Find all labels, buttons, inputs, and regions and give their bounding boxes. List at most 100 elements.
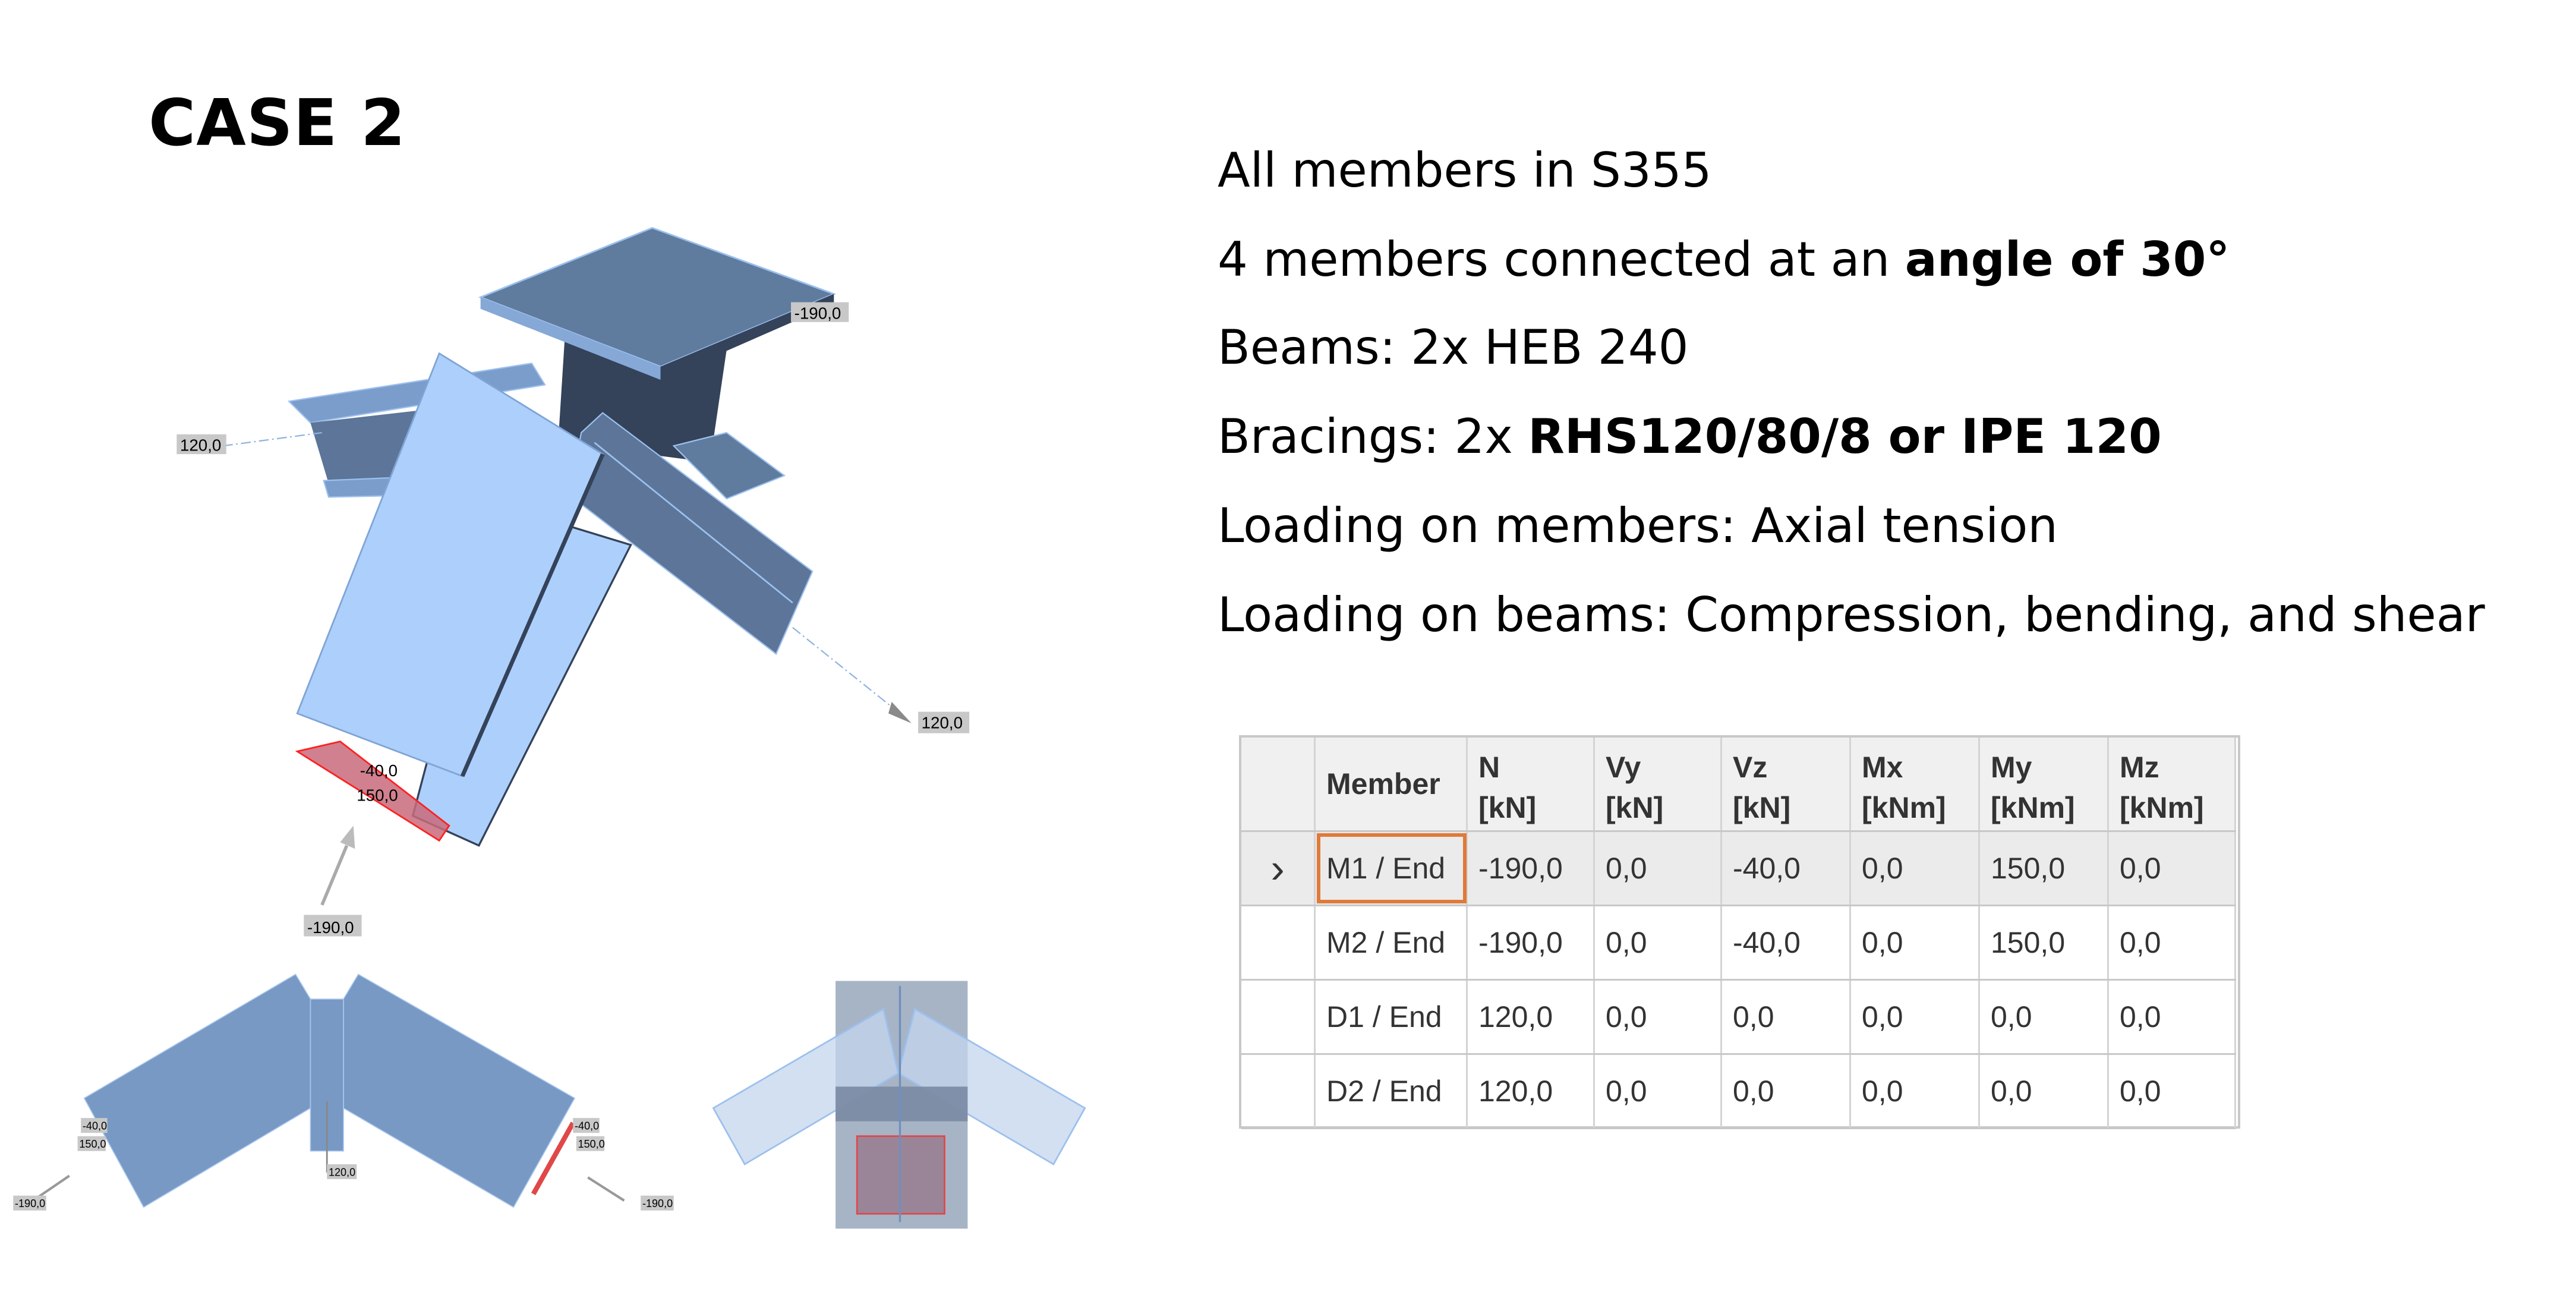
- stiffener-band: [835, 1086, 968, 1121]
- table-header: Member N[kN] Vy[kN] Vz[kN] Mx[kNm] My[kN…: [1241, 738, 2236, 832]
- header-unit: [kNm]: [2120, 791, 2204, 824]
- top-beam-flange: [478, 226, 837, 368]
- label-left-axial: -190,0: [15, 1198, 45, 1209]
- header-n[interactable]: N [kN]: [1468, 738, 1595, 830]
- member-cell[interactable]: M1 / End: [1316, 832, 1468, 905]
- desc-bracings: Bracings: 2x RHS120/80/8 or IPE 120: [1218, 409, 2162, 464]
- value-cell[interactable]: 0,0: [1722, 1055, 1851, 1127]
- member-cell[interactable]: M2 / End: [1316, 906, 1468, 979]
- red-edge: [531, 1121, 575, 1195]
- front-view: -40,0 150,0 -190,0 120,0 -40,0 150,0 -19…: [13, 974, 674, 1211]
- desc-bracings-text: Bracings: 2x: [1218, 409, 1528, 464]
- center-web: [310, 998, 344, 1152]
- value-cell[interactable]: -40,0: [1722, 906, 1851, 979]
- header-label: Member: [1326, 767, 1440, 801]
- bracing-axis: [792, 627, 901, 714]
- member-cell[interactable]: D2 / End: [1316, 1055, 1468, 1127]
- value-cell[interactable]: 0,0: [1851, 1055, 1980, 1127]
- desc-angle: 4 members connected at an angle of 30°: [1218, 232, 2230, 287]
- force-arrow: [888, 701, 912, 724]
- value-cell[interactable]: 0,0: [1595, 1055, 1722, 1127]
- case-title: CASE 2: [149, 86, 406, 160]
- axial-arrow: [320, 845, 349, 906]
- value-cell[interactable]: 0,0: [1851, 832, 1980, 905]
- svg-text:-190,0: -190,0: [307, 918, 354, 937]
- axial-arrow-head: [340, 826, 355, 849]
- label-right-moment: 150,0: [578, 1138, 605, 1150]
- header-label: Vz: [1733, 751, 1768, 784]
- right-wing: [343, 974, 576, 1208]
- bracing-edge: [594, 442, 793, 604]
- top-beam-flange-side: [660, 294, 834, 380]
- svg-text:-190,0: -190,0: [794, 304, 841, 322]
- label-top-right: -190,0: [791, 302, 849, 322]
- value-cell[interactable]: 150,0: [1980, 906, 2109, 979]
- label-right: 120,0: [918, 711, 970, 733]
- top-beam-flange-edge: [480, 297, 661, 380]
- bottom-right-flange: [672, 431, 786, 500]
- label-left: 120,0: [176, 434, 226, 455]
- value-cell[interactable]: -190,0: [1468, 832, 1595, 905]
- label-moment: 150,0: [357, 786, 398, 805]
- value-cell[interactable]: 0,0: [1595, 981, 1722, 1053]
- label-right-axial: -190,0: [642, 1198, 673, 1209]
- header-label: Mx: [1862, 751, 1903, 784]
- value-cell[interactable]: 0,0: [1595, 832, 1722, 905]
- header-member[interactable]: Member: [1316, 738, 1468, 830]
- label-right-shear: -40,0: [575, 1120, 599, 1132]
- desc-loading-members: Loading on members: Axial tension: [1218, 498, 2058, 553]
- value-cell[interactable]: 0,0: [1980, 981, 2109, 1053]
- desc-angle-text: 4 members connected at an: [1218, 232, 1905, 287]
- desc-beams: Beams: 2x HEB 240: [1218, 320, 1689, 375]
- svg-text:120,0: 120,0: [922, 713, 963, 732]
- value-cell[interactable]: 0,0: [2109, 906, 2236, 979]
- member-cell[interactable]: D1 / End: [1316, 981, 1468, 1053]
- left-axis: [222, 431, 323, 447]
- header-my[interactable]: My[kNm]: [1980, 738, 2109, 830]
- left-wing: [83, 974, 311, 1208]
- front-labels: -40,0 150,0 -190,0 120,0 -40,0 150,0 -19…: [13, 1118, 674, 1211]
- value-cell[interactable]: 0,0: [2109, 832, 2236, 905]
- value-cell[interactable]: 0,0: [1595, 906, 1722, 979]
- label-shear: -40,0: [360, 761, 398, 780]
- header-mx[interactable]: Mx [kNm]: [1851, 738, 1980, 830]
- header-unit: [kN]: [1606, 791, 1664, 824]
- value-cell[interactable]: 150,0: [1980, 832, 2109, 905]
- header-label: Mz: [2120, 751, 2159, 784]
- value-cell[interactable]: 0,0: [1722, 981, 1851, 1053]
- header-mz[interactable]: Mz [kNm]: [2109, 738, 2236, 830]
- left-brace-ghost: [712, 1007, 900, 1165]
- desc-material: All members in S355: [1218, 143, 1712, 198]
- value-cell[interactable]: 120,0: [1468, 1055, 1595, 1127]
- header-vz[interactable]: Vz [kN]: [1722, 738, 1851, 830]
- desc-bracings-bold: RHS120/80/8 or IPE 120: [1528, 409, 2162, 464]
- label-bottom: -190,0: [304, 915, 362, 937]
- header-label: N: [1478, 751, 1500, 784]
- row-indicator: [1241, 1055, 1316, 1127]
- label-left-moment: 150,0: [79, 1138, 106, 1150]
- value-cell[interactable]: 0,0: [2109, 1055, 2236, 1127]
- value-cell[interactable]: -40,0: [1722, 832, 1851, 905]
- header-unit: [kN]: [1733, 791, 1791, 824]
- value-cell[interactable]: 0,0: [1980, 1055, 2109, 1127]
- header-vy[interactable]: Vy[kN]: [1595, 738, 1722, 830]
- header-label: My: [1991, 751, 2032, 784]
- desc-loading-beams: Loading on beams: Compression, bending, …: [1218, 587, 2485, 642]
- value-cell[interactable]: 0,0: [1851, 981, 1980, 1053]
- desc-angle-bold: angle of 30°: [1905, 232, 2230, 287]
- header-unit: [kN]: [1478, 791, 1537, 824]
- row-indicator: [1241, 981, 1316, 1053]
- svg-text:150,0: 150,0: [357, 786, 398, 805]
- red-end-plate: [295, 741, 450, 842]
- value-cell[interactable]: 120,0: [1468, 981, 1595, 1053]
- label-left-shear: -40,0: [83, 1120, 107, 1132]
- value-cell[interactable]: 0,0: [1851, 906, 1980, 979]
- value-cell[interactable]: 0,0: [2109, 981, 2236, 1053]
- header-unit: [kNm]: [1862, 791, 1946, 824]
- value-cell[interactable]: -190,0: [1468, 906, 1595, 979]
- right-arrow: [587, 1176, 625, 1202]
